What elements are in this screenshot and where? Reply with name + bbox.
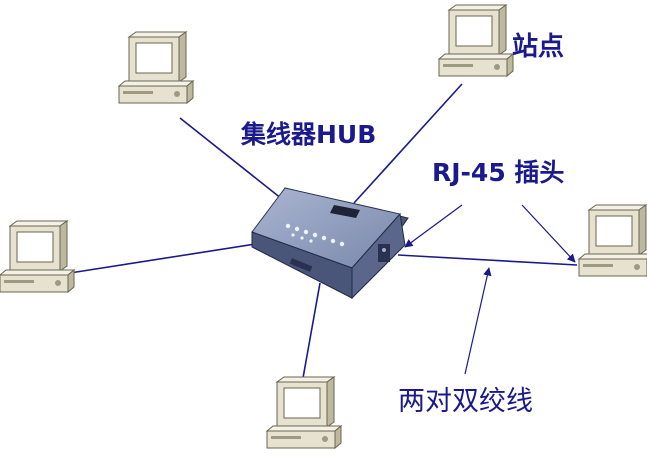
link-top-right [353,83,463,204]
computer-icon [578,204,647,277]
annotation-arrows [404,204,576,375]
cable-label: 两对双绞线 [398,386,533,417]
computer-icon [266,376,342,449]
link-right [397,254,578,266]
arrow-icon [521,204,576,263]
connector-label: RJ-45 插头 [432,158,565,187]
computer-icon [118,31,194,104]
link-top-left [179,117,288,204]
link-left [69,242,263,274]
computer-icon [0,220,75,293]
arrow-icon [464,267,492,375]
station-label: 站点 [512,32,565,62]
links [69,83,578,379]
hub-icon [251,187,409,300]
hub-label: 集线器HUB [241,120,377,149]
computer-icon [438,4,514,77]
arrow-icon [404,204,463,248]
link-bottom [302,282,321,379]
